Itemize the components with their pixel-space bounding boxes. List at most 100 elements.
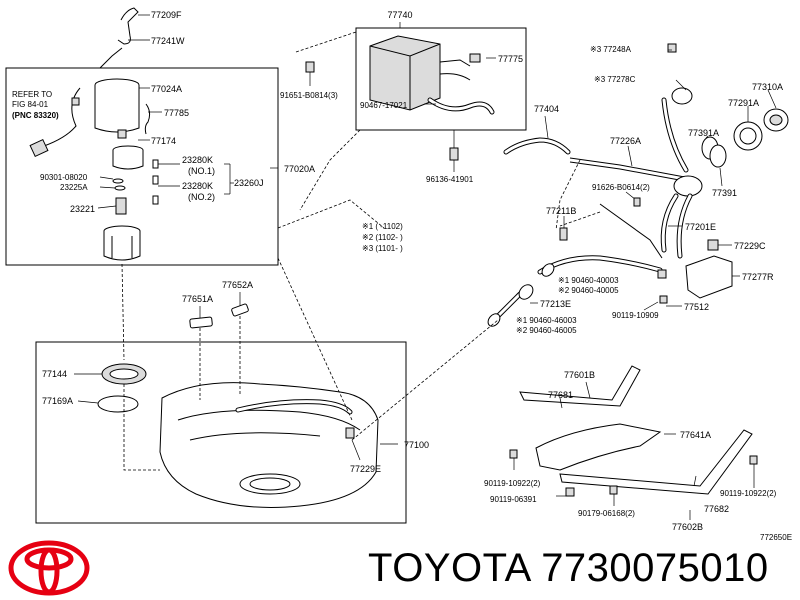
- part-label: 90301-08020: [40, 173, 88, 182]
- refer-note-line-1: REFER TO: [12, 90, 52, 99]
- part-label: 77169A: [42, 396, 73, 406]
- pad-drawing: [231, 303, 249, 317]
- part-label: 77144: [42, 369, 67, 379]
- part-label: 77241W: [151, 36, 185, 46]
- clip-drawing: [559, 227, 568, 241]
- part-label: 90467-17021: [360, 101, 408, 110]
- toyota-logo-icon: [8, 540, 90, 596]
- vent-tube-drawing: [569, 157, 691, 179]
- part-label: 77211B: [546, 206, 576, 216]
- oring-drawing: [709, 144, 727, 168]
- bolt-drawing: [305, 61, 315, 73]
- protector-drawing: [685, 255, 733, 299]
- part-label: (NO.1): [188, 166, 215, 176]
- leader: [77, 400, 99, 404]
- dash-line: [559, 211, 601, 227]
- dash-line: [295, 31, 357, 53]
- clip-drawing: [345, 427, 355, 439]
- part-number: 7730075010: [541, 546, 769, 590]
- part-label: ※3 77278C: [594, 75, 636, 84]
- footer-title: TOYOTA 7730075010: [368, 545, 769, 591]
- part-label: 77602B: [672, 522, 703, 532]
- dash-line: [555, 159, 581, 231]
- part-label: 77277R: [742, 272, 774, 282]
- legend-line-1: ※1 ( -1102): [362, 222, 403, 231]
- hose-clamp-drawing: [541, 263, 555, 277]
- part-label: 90119-06391: [490, 495, 537, 504]
- connector-drawing: [29, 138, 49, 158]
- canister-edges: [369, 43, 441, 110]
- part-label: 77310A: [752, 82, 783, 92]
- leader: [675, 79, 687, 91]
- part-label: 91626-B0614(2): [592, 183, 650, 192]
- leader: [719, 167, 723, 187]
- brand-name: TOYOTA: [368, 546, 530, 590]
- part-label: 90119-10922(2): [484, 479, 541, 488]
- leader: [767, 89, 777, 109]
- bolt-drawing: [565, 487, 575, 497]
- legend-line-3: ※3 (1101- ): [362, 244, 403, 253]
- refer-note-line-3: (PNC 83320): [12, 111, 59, 120]
- part-label: 77740: [387, 10, 412, 20]
- bolt-drawing: [509, 449, 518, 459]
- part-label: 77512: [684, 302, 709, 312]
- part-label: 77229C: [734, 241, 766, 251]
- fuel-tank-drawing: [159, 382, 379, 508]
- canister-box: [355, 27, 527, 131]
- refer-note-line-2: FIG 84-01: [12, 100, 49, 109]
- part-label: 23280K: [182, 155, 213, 165]
- part-label: 77201E: [685, 222, 716, 232]
- wire-drawing: [99, 47, 123, 69]
- oring-drawing: [112, 178, 124, 184]
- small-clip-drawing: [71, 97, 80, 106]
- bolt-drawing: [633, 197, 641, 207]
- bolt-drawing: [659, 295, 668, 304]
- part-label: 77641A: [680, 430, 711, 440]
- canister-hose: [439, 59, 471, 81]
- gasket-ring-drawing: [97, 395, 139, 413]
- bracket-line: [599, 203, 663, 259]
- filler-upper-drawing: [661, 97, 689, 173]
- leader: [627, 145, 633, 167]
- dash-line: [123, 384, 160, 471]
- part-label: 77775: [498, 54, 523, 64]
- filler-neck-drawing: [673, 175, 703, 197]
- dash-line: [299, 129, 361, 211]
- strap-lower-drawing: [559, 429, 753, 495]
- part-label: 77229E: [350, 464, 381, 474]
- part-label: 77391A: [688, 128, 719, 138]
- figure-code: 772650E: [760, 533, 792, 542]
- leader: [351, 439, 361, 461]
- part-label: 77785: [164, 108, 189, 118]
- small-clip-drawing: [117, 129, 127, 139]
- pump-body-drawing: [94, 85, 140, 133]
- leader: [585, 381, 591, 399]
- part-label: 90119-10922(2): [720, 489, 777, 498]
- bolt-drawing: [749, 455, 758, 465]
- leader: [544, 115, 549, 139]
- part-label: 77404: [534, 104, 559, 114]
- part-label: 77020A: [284, 164, 315, 174]
- oring-drawing: [114, 185, 126, 191]
- strap-upper-drawing: [519, 365, 641, 407]
- part-label: 90119-10909: [612, 311, 659, 320]
- charcoal-canister-drawing: [369, 35, 441, 111]
- part-label: 91651-B0814(3): [280, 91, 338, 100]
- part-label: 23280K: [182, 181, 213, 191]
- leader: [693, 475, 697, 487]
- part-label: 23260J: [234, 178, 264, 188]
- part-label: 77682: [704, 504, 729, 514]
- part-label: 77652A: [222, 280, 253, 290]
- fuel-tank-box: [35, 341, 407, 524]
- part-label: ※2 90460-40005: [558, 286, 619, 295]
- part-label: ※2 90460-46005: [516, 326, 577, 335]
- pad-drawing: [189, 316, 213, 329]
- part-label: 96136-41901: [426, 175, 474, 184]
- leader: [99, 186, 116, 189]
- sub-tank-body-drawing: [103, 231, 141, 261]
- fuel-door-hinge-drawing: [671, 87, 693, 105]
- part-label: 77100: [404, 440, 429, 450]
- pump-module-box: [5, 67, 279, 266]
- part-label: 77213E: [540, 299, 571, 309]
